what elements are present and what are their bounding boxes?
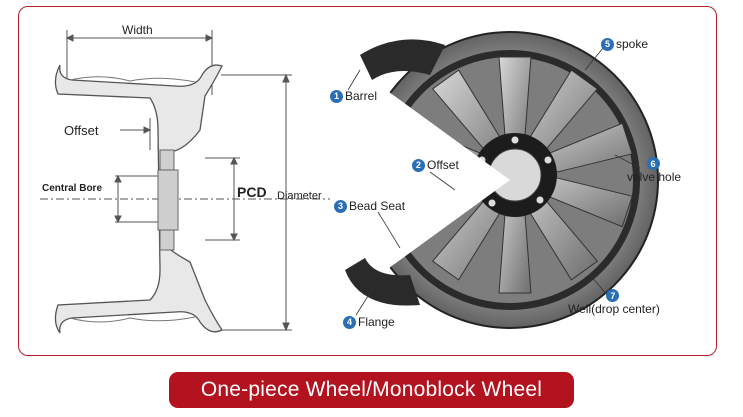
pcd-label: PCD [237, 184, 267, 200]
part-label: Flange [358, 315, 395, 329]
width-label: Width [122, 23, 153, 37]
part-barrel: 1 Barrel [330, 89, 377, 103]
part-label: Bead Seat [349, 199, 406, 213]
badge-icon: 7 [606, 289, 620, 302]
part-label: Barrel [345, 89, 378, 103]
part-label: valve hole [627, 170, 682, 184]
part-valve-hole: 6 valve hole [627, 157, 681, 184]
wheel-render [345, 31, 659, 329]
offset-label: Offset [64, 123, 99, 138]
part-flange: 4 Flange [343, 315, 395, 329]
badge-icon: 1 [330, 89, 343, 103]
part-offset: 2 Offset [412, 158, 459, 172]
part-label: Well(drop center) [568, 302, 660, 316]
central-bore-label: Central Bore [42, 183, 103, 194]
badge-icon: 2 [412, 158, 425, 172]
badge-icon: 3 [334, 199, 347, 213]
diameter-label: Diameter [277, 190, 322, 202]
badge-icon: 4 [343, 315, 356, 329]
part-well: 7 Well(drop center) [568, 289, 660, 316]
badge-icon: 5 [601, 37, 614, 51]
part-spoke: 5 spoke [601, 37, 648, 51]
part-bead-seat: 3 Bead Seat [334, 199, 405, 213]
badge-icon: 6 [646, 157, 660, 170]
part-label: spoke [616, 37, 649, 51]
caption-banner: One-piece Wheel/Monoblock Wheel [169, 372, 574, 408]
part-label: Offset [427, 158, 459, 172]
